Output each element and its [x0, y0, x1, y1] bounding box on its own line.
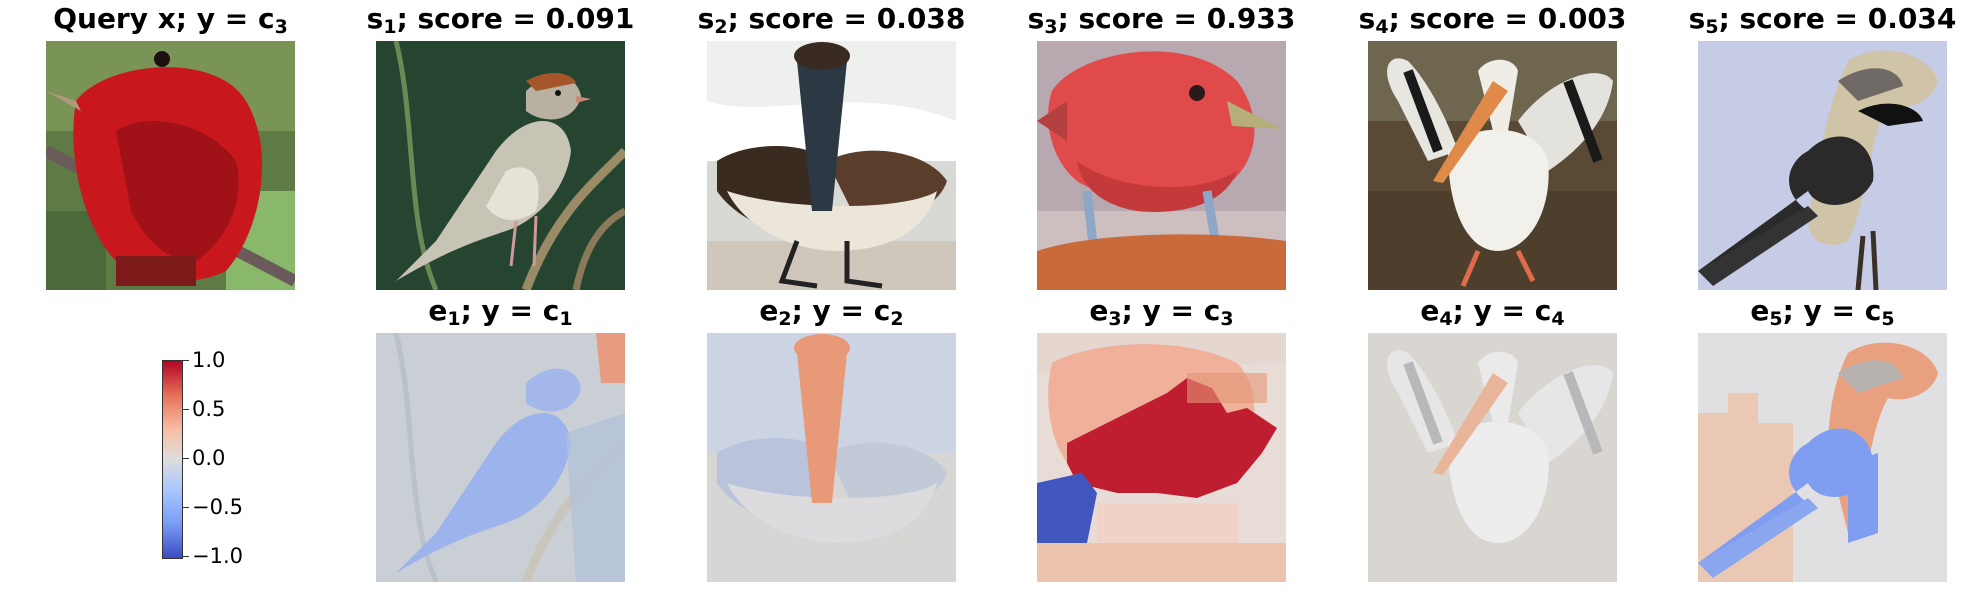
- explanation-letter: e: [759, 294, 779, 327]
- explanation-heatmap-4: [1368, 333, 1617, 582]
- explanation-class-index: 2: [890, 308, 904, 330]
- query-image: [46, 41, 295, 290]
- query-title: Query x; y = c3: [6, 1, 335, 37]
- sample-title-5: s5; score = 0.034: [1658, 1, 1963, 37]
- query-panel: Query x; y = c3: [46, 2, 295, 290]
- sample-title-2: s2; score = 0.038: [667, 1, 996, 37]
- explanation-letter: e: [428, 294, 448, 327]
- explanation-label: ; y = c: [1782, 294, 1882, 327]
- explanation-index: 5: [1769, 308, 1783, 330]
- sample-image-2: [707, 41, 956, 290]
- explanation-title-4: e4; y = c4: [1328, 293, 1657, 329]
- explanation-title-3: e3; y = c3: [997, 293, 1326, 329]
- sparrow-image: [376, 41, 625, 290]
- query-title-main: Query x; y: [53, 2, 215, 35]
- sample-image-1: [376, 41, 625, 290]
- sample-score-text: ; score = 0.034: [1718, 2, 1957, 35]
- white-pelican-heatmap: [1368, 333, 1617, 582]
- explanation-class-index: 5: [1881, 308, 1895, 330]
- sample-score-text: ; score = 0.933: [1057, 2, 1296, 35]
- sample-score-text: ; score = 0.003: [1388, 2, 1627, 35]
- red-bird-heatmap: [1037, 333, 1286, 582]
- sample-panel-5: s5; score = 0.034: [1689, 2, 1956, 290]
- explanation-panel-3: e3; y = c3: [1037, 294, 1286, 582]
- white-pelican-image: [1368, 41, 1617, 290]
- sample-letter: s: [1027, 2, 1045, 35]
- sparrow-heatmap: [376, 333, 625, 582]
- explanation-index: 2: [778, 308, 792, 330]
- colorbar-tick: [182, 409, 189, 410]
- sample-image-3: [1037, 41, 1286, 290]
- explanation-title-1: e1; y = c1: [336, 293, 665, 329]
- explanation-letter: e: [1089, 294, 1109, 327]
- explanation-panel-4: e4; y = c4: [1368, 294, 1617, 582]
- sample-image-5: [1698, 41, 1947, 290]
- explanation-letter: e: [1750, 294, 1770, 327]
- shrike-heatmap: [1698, 333, 1947, 582]
- explanation-heatmap-5: [1698, 333, 1947, 582]
- explanation-heatmap-1: [376, 333, 625, 582]
- sample-index: 4: [1375, 16, 1389, 38]
- colorbar-tick-label: −0.5: [192, 495, 243, 519]
- explanation-panel-5: e5; y = c5: [1698, 294, 1947, 582]
- red-bird-image: [46, 41, 295, 290]
- explanation-panel-1: e1; y = c1: [376, 294, 625, 582]
- colorbar-tick: [182, 556, 189, 557]
- explanation-label: ; y = c: [791, 294, 891, 327]
- sample-image-4: [1368, 41, 1617, 290]
- explanation-panel-2: e2; y = c2: [707, 294, 956, 582]
- colorbar-tick-label: 0.0: [192, 446, 226, 470]
- query-title-sub: 3: [274, 16, 288, 38]
- sample-title-3: s3; score = 0.933: [997, 1, 1326, 37]
- sample-title-4: s4; score = 0.003: [1328, 1, 1657, 37]
- sample-letter: s: [1688, 2, 1706, 35]
- explanation-class-index: 3: [1220, 308, 1234, 330]
- explanation-label: ; y = c: [1452, 294, 1552, 327]
- explanation-label: ; y = c: [460, 294, 560, 327]
- explanation-index: 4: [1439, 308, 1453, 330]
- explanation-heatmap-2: [707, 333, 956, 582]
- sample-score-text: ; score = 0.038: [727, 2, 966, 35]
- explanation-title-5: e5; y = c5: [1658, 293, 1963, 329]
- colorbar-tick-label: 1.0: [192, 348, 226, 372]
- colorbar-tick: [182, 360, 189, 361]
- sample-title-1: s1; score = 0.091: [336, 1, 665, 37]
- sample-panel-4: s4; score = 0.003: [1359, 2, 1626, 290]
- shrike-image: [1698, 41, 1947, 290]
- colorbar-tick: [182, 458, 189, 459]
- sample-index: 1: [383, 16, 397, 38]
- explanation-class-index: 4: [1551, 308, 1565, 330]
- explanation-index: 3: [1108, 308, 1122, 330]
- explanation-title-2: e2; y = c2: [667, 293, 996, 329]
- sample-letter: s: [1358, 2, 1376, 35]
- explanation-label: ; y = c: [1121, 294, 1221, 327]
- brown-pelican-heatmap: [707, 333, 956, 582]
- colorbar: [162, 360, 183, 559]
- sample-letter: s: [697, 2, 715, 35]
- sample-score-text: ; score = 0.091: [396, 2, 635, 35]
- sample-panel-1: s1; score = 0.091: [367, 2, 634, 290]
- sample-index: 2: [714, 16, 728, 38]
- sample-panel-3: s3; score = 0.933: [1028, 2, 1295, 290]
- explanation-letter: e: [1420, 294, 1440, 327]
- colorbar-tick-label: −1.0: [192, 544, 243, 568]
- sample-index: 3: [1044, 16, 1058, 38]
- explanation-heatmap-3: [1037, 333, 1286, 582]
- brown-pelican-image: [707, 41, 956, 290]
- sample-letter: s: [366, 2, 384, 35]
- query-title-eq: = c: [215, 2, 275, 35]
- explanation-index: 1: [447, 308, 461, 330]
- colorbar-tick-label: 0.5: [192, 397, 226, 421]
- explanation-class-index: 1: [559, 308, 573, 330]
- sample-index: 5: [1705, 16, 1719, 38]
- red-bird-closeup-image: [1037, 41, 1286, 290]
- colorbar-tick: [182, 507, 189, 508]
- sample-panel-2: s2; score = 0.038: [698, 2, 965, 290]
